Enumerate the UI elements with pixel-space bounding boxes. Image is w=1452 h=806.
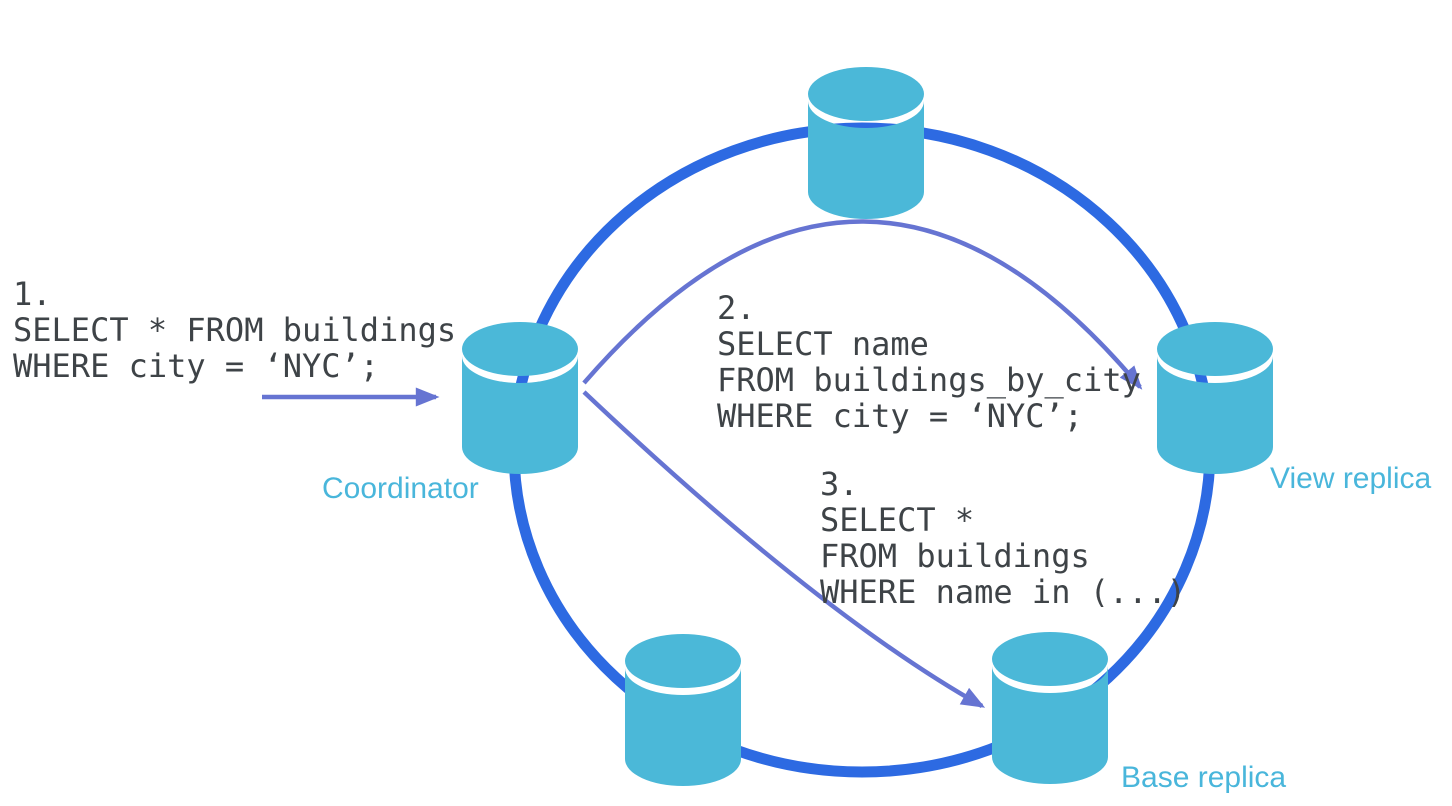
view-replica-label: View replica xyxy=(1270,462,1432,495)
query-3-arrow xyxy=(582,390,986,708)
top-node-database-icon xyxy=(808,67,924,219)
bottom-left-node-database-icon xyxy=(625,634,741,786)
query-2-text: 2. SELECT name FROM buildings_by_city WH… xyxy=(717,289,1141,435)
base-replica-database-icon xyxy=(992,632,1108,784)
query-3-text: 3. SELECT * FROM buildings WHERE name in… xyxy=(820,465,1187,611)
query-2-arrow xyxy=(582,219,1143,390)
coordinator-database-icon xyxy=(462,322,578,474)
coordinator-label: Coordinator xyxy=(322,472,479,505)
view-replica-database-icon xyxy=(1157,322,1273,474)
base-replica-label: Base replica xyxy=(1121,761,1287,794)
query-1-text: 1. SELECT * FROM buildings WHERE city = … xyxy=(13,275,457,385)
